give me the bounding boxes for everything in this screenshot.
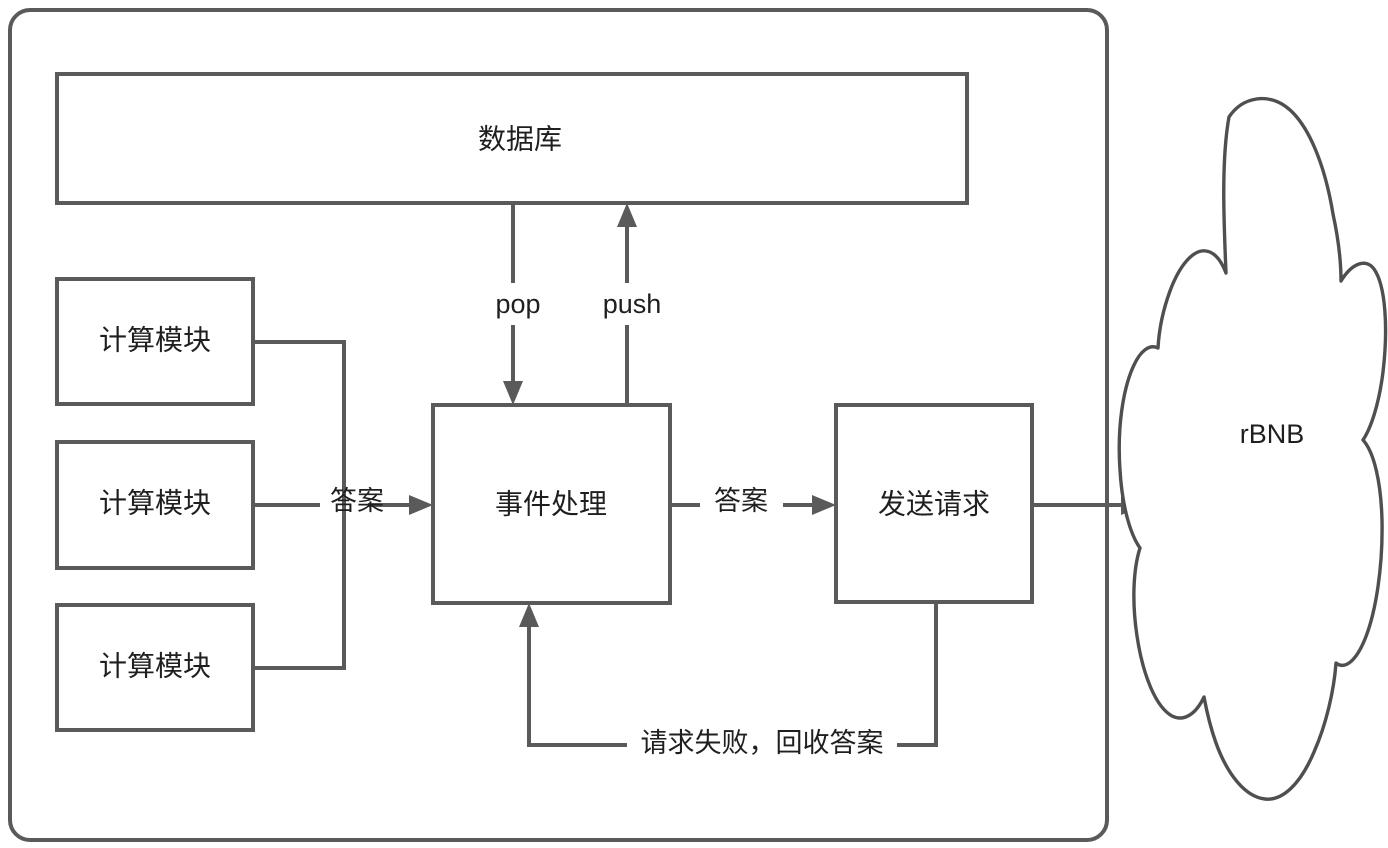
edge-pop-label: pop bbox=[495, 289, 540, 319]
edge-retry-label: 请求失败，回收答案 bbox=[641, 728, 884, 758]
node-send-request[interactable] bbox=[834, 403, 1034, 604]
edge-answer-to-handler-label: 答案 bbox=[330, 486, 384, 516]
node-compute-module-1[interactable] bbox=[55, 277, 255, 406]
node-compute-module-3-label: 计算模块 bbox=[99, 650, 211, 681]
edge-retry-arrowhead bbox=[519, 603, 539, 627]
node-event-handler[interactable] bbox=[431, 403, 672, 605]
node-database-label: 数据库 bbox=[478, 123, 562, 154]
edge-answer-to-handler-arrowhead bbox=[409, 495, 433, 515]
edge-push-label: push bbox=[603, 289, 662, 319]
system-boundary bbox=[8, 8, 1109, 842]
node-external-cloud-label: rBNB bbox=[1240, 419, 1305, 449]
edge-pop-arrowhead bbox=[503, 381, 523, 405]
node-event-handler-label: 事件处理 bbox=[495, 488, 607, 519]
node-compute-module-2-label: 计算模块 bbox=[99, 487, 211, 518]
edge-push-arrowhead bbox=[617, 203, 637, 227]
edge-answer-to-request-label: 答案 bbox=[714, 486, 768, 516]
edge-answer-to-request-arrowhead bbox=[812, 495, 836, 515]
node-external-cloud[interactable] bbox=[1117, 97, 1388, 801]
node-send-request-label: 发送请求 bbox=[878, 488, 990, 519]
node-compute-module-1-label: 计算模块 bbox=[99, 324, 211, 355]
